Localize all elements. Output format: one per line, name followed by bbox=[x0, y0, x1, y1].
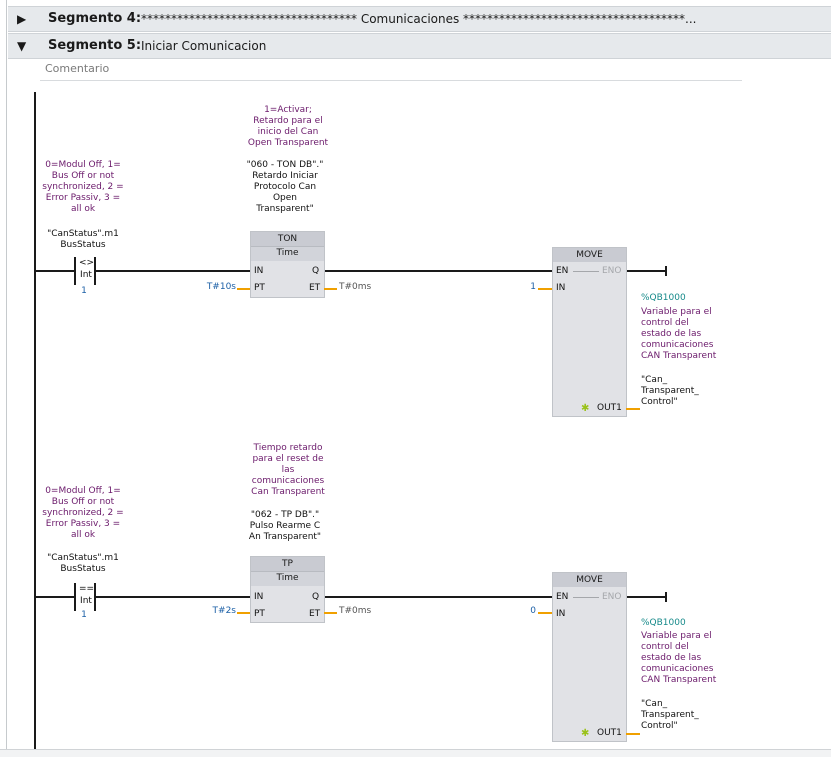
segment-5-label: Segmento 5: bbox=[48, 38, 142, 53]
contact-1-right-bar[interactable] bbox=[94, 257, 96, 285]
timer-1-pin-pt[interactable]: PT bbox=[254, 283, 265, 293]
move-2-in-wire bbox=[538, 612, 552, 614]
segment-comment-field[interactable]: Comentario bbox=[40, 58, 742, 81]
move-1-en-eno-line bbox=[573, 271, 599, 272]
wire bbox=[626, 270, 666, 272]
move-1-pin-eno[interactable]: ENO bbox=[602, 266, 622, 276]
editor-left-gutter bbox=[0, 0, 7, 756]
expand-arrow-icon[interactable]: ▶ bbox=[17, 12, 27, 26]
collapse-arrow-icon[interactable]: ▼ bbox=[17, 39, 27, 53]
output-marker-icon: ✱ bbox=[581, 728, 590, 739]
move-2-title: MOVE bbox=[553, 573, 626, 587]
timer-1-pt-wire bbox=[237, 288, 250, 290]
wire bbox=[96, 270, 250, 272]
timer-1-pin-q[interactable]: Q bbox=[312, 266, 320, 276]
timer-1-et-value[interactable]: T#0ms bbox=[339, 282, 372, 292]
move-2-pin-out1[interactable]: OUT1 bbox=[597, 728, 622, 738]
contact-2-left-bar[interactable] bbox=[74, 583, 76, 611]
timer-1-pin-in[interactable]: IN bbox=[254, 266, 264, 276]
timer-1-subtype: Time bbox=[251, 246, 324, 261]
move-1-tag[interactable]: "Can_Transparent_Control" bbox=[641, 375, 699, 407]
horizontal-scrollbar[interactable] bbox=[0, 749, 831, 757]
timer-1-pt-value[interactable]: T#10s bbox=[206, 282, 236, 292]
timer-2-et-wire bbox=[324, 612, 337, 614]
timer-2-pin-in[interactable]: IN bbox=[254, 592, 264, 602]
wire bbox=[96, 596, 250, 598]
move-block-2[interactable]: MOVE EN ENO IN ✱ OUT1 bbox=[552, 572, 627, 742]
ton-timer-block[interactable]: TON Time IN Q PT ET bbox=[250, 231, 325, 298]
timer-1-pin-et[interactable]: ET bbox=[309, 283, 321, 293]
move-1-in-wire bbox=[538, 288, 552, 290]
timer-2-pin-pt[interactable]: PT bbox=[254, 609, 265, 619]
move-2-pin-eno[interactable]: ENO bbox=[602, 592, 622, 602]
contact-1-compare-value[interactable]: 1 bbox=[81, 286, 87, 296]
segment-4-header[interactable]: ▶ Segmento 4: **************************… bbox=[8, 6, 831, 32]
timer-2-subtype: Time bbox=[251, 571, 324, 586]
contact-1-left-bar[interactable] bbox=[74, 257, 76, 285]
move-1-pin-en[interactable]: EN bbox=[556, 266, 569, 276]
segment-5-header[interactable]: ▼ Segmento 5: Iniciar Comunicacion bbox=[8, 33, 831, 59]
move-2-en-eno-line bbox=[573, 597, 599, 598]
move-2-pin-in[interactable]: IN bbox=[556, 609, 566, 619]
move-2-out-wire bbox=[626, 733, 640, 735]
rung-end-marker bbox=[665, 266, 667, 276]
timer-2-pt-value[interactable]: T#2s bbox=[212, 606, 236, 616]
wire bbox=[626, 596, 666, 598]
wire bbox=[324, 270, 553, 272]
comment-placeholder: Comentario bbox=[45, 62, 110, 75]
rung-end-marker bbox=[665, 592, 667, 602]
move-2-pin-en[interactable]: EN bbox=[556, 592, 569, 602]
contact-1-operator: <> bbox=[79, 258, 95, 268]
move-1-address[interactable]: %QB1000 bbox=[641, 293, 686, 303]
segment-5-title[interactable]: Iniciar Comunicacion bbox=[141, 39, 267, 53]
contact-2-type: Int bbox=[80, 596, 92, 606]
timer-2-pin-et[interactable]: ET bbox=[309, 609, 321, 619]
timer-1-type: TON bbox=[251, 232, 324, 246]
timer-2-pin-q[interactable]: Q bbox=[312, 592, 320, 602]
move-block-1[interactable]: MOVE EN ENO IN ✱ OUT1 bbox=[552, 247, 627, 417]
move-2-in-value[interactable]: 0 bbox=[530, 606, 536, 616]
move-1-pin-in[interactable]: IN bbox=[556, 283, 566, 293]
power-rail bbox=[34, 92, 36, 756]
move-1-title: MOVE bbox=[553, 248, 626, 262]
tp-timer-block[interactable]: TP Time IN Q PT ET bbox=[250, 556, 325, 623]
timer-2-et-value[interactable]: T#0ms bbox=[339, 606, 372, 616]
segment-4-label: Segmento 4: bbox=[48, 11, 142, 26]
contact-2-right-bar[interactable] bbox=[94, 583, 96, 611]
move-2-tag[interactable]: "Can_Transparent_Control" bbox=[641, 699, 699, 731]
timer-1-et-wire bbox=[324, 288, 337, 290]
output-marker-icon: ✱ bbox=[581, 403, 590, 414]
wire bbox=[36, 596, 74, 598]
wire bbox=[324, 596, 553, 598]
move-1-out-wire bbox=[626, 408, 640, 410]
timer-2-pt-wire bbox=[237, 612, 250, 614]
move-1-pin-out1[interactable]: OUT1 bbox=[597, 403, 622, 413]
contact-2-compare-value[interactable]: 1 bbox=[81, 610, 87, 620]
wire bbox=[36, 270, 74, 272]
contact-2-operator: == bbox=[79, 584, 95, 594]
move-1-in-value[interactable]: 1 bbox=[530, 282, 536, 292]
contact-1-type: Int bbox=[80, 270, 92, 280]
timer-2-type: TP bbox=[251, 557, 324, 571]
move-2-address[interactable]: %QB1000 bbox=[641, 618, 686, 628]
segment-4-title[interactable]: ************************************ Com… bbox=[141, 12, 697, 26]
